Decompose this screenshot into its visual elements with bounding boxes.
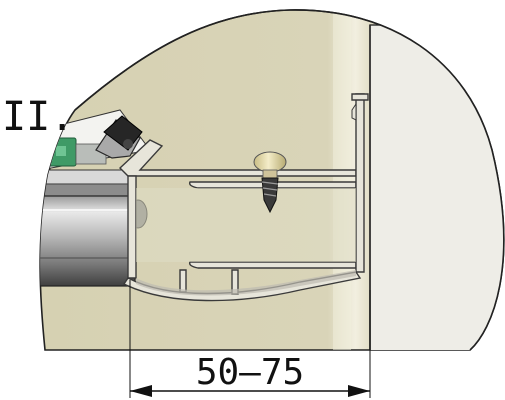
dimension-label: 50–75	[196, 352, 304, 393]
wall-block	[369, 24, 504, 351]
screw-icon	[253, 151, 287, 214]
glazing-profile	[40, 169, 136, 287]
detail-label: II.	[2, 94, 74, 140]
frame-profile	[118, 93, 369, 302]
gasket	[95, 115, 143, 159]
arrow-head-icon	[130, 385, 152, 397]
detail-contents	[40, 10, 504, 351]
arrow-head-icon	[348, 385, 370, 397]
dimension: 50–75	[129, 280, 371, 398]
